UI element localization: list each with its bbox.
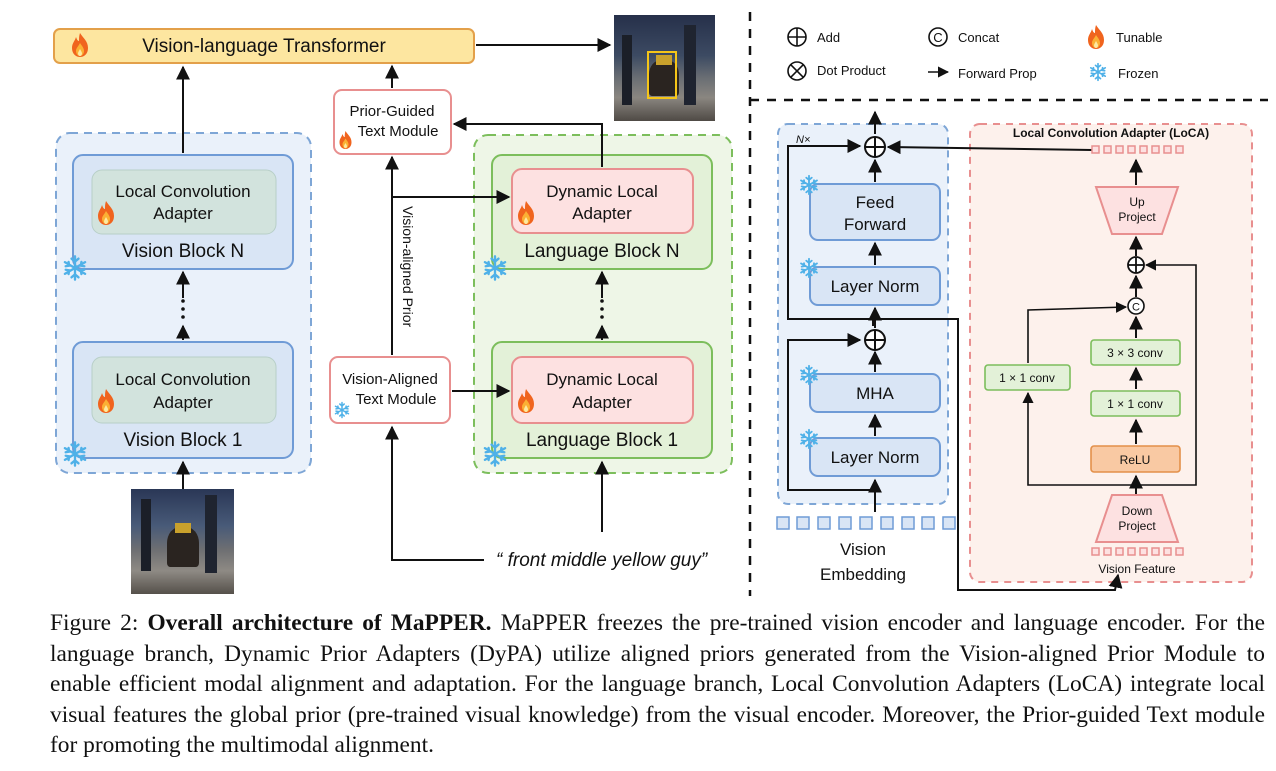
caption-text: MaPPER freezes the pre-trained vision en… — [50, 610, 1265, 758]
legend-dot-label: Dot Product — [817, 63, 886, 78]
dypa-label-line1: Dynamic Local — [546, 182, 658, 201]
loca-title: Local Convolution Adapter (LoCA) — [1013, 126, 1209, 140]
prior-guided-text-module: Prior-Guided Text Module — [333, 89, 452, 155]
mha-block: MHA — [809, 373, 941, 413]
frozen-snowflake-icon — [1089, 62, 1107, 82]
vision-embedding-line1: Vision — [840, 540, 886, 559]
layer-norm-label: Layer Norm — [831, 448, 920, 467]
conv1x1-label: 1 × 1 conv — [999, 371, 1055, 385]
legend-frozen: Frozen — [1089, 62, 1158, 82]
feed-forward-block: Feed Forward — [809, 183, 941, 241]
ff-line1: Feed — [856, 193, 895, 212]
legend-tunable-label: Tunable — [1116, 30, 1163, 45]
loca-input-tokens — [1091, 547, 1184, 556]
add-icon — [1127, 256, 1145, 274]
relu-block: ReLU — [1090, 445, 1181, 473]
layer-norm-label: Layer Norm — [831, 277, 920, 296]
dypa-label-line2: Adapter — [572, 393, 632, 412]
concat-icon: C — [1127, 297, 1145, 315]
grounding-box — [647, 51, 677, 99]
language-block-1-label: Language Block 1 — [526, 430, 678, 451]
figure-caption: Figure 2: Overall architecture of MaPPER… — [50, 608, 1265, 761]
relu-label: ReLU — [1120, 453, 1151, 467]
legend-tunable: Tunable — [1088, 25, 1163, 49]
down-project-line1: Down — [1122, 504, 1153, 518]
language-ellipsis — [600, 299, 604, 319]
input-image — [131, 489, 234, 594]
vision-aligned-prior-label: Vision-aligned Prior — [400, 206, 416, 327]
add-icon — [864, 329, 886, 351]
layer-norm-top: Layer Norm — [809, 266, 941, 306]
ff-line2: Forward — [844, 215, 906, 234]
add-icon — [864, 136, 886, 158]
vision-embedding-tokens — [776, 516, 956, 530]
layer-norm-bottom: Layer Norm — [809, 437, 941, 477]
prior-guided-line2: Text Module — [358, 123, 439, 140]
legend-frozen-label: Frozen — [1118, 66, 1158, 81]
conv3x3-block: 3 × 3 conv — [1090, 339, 1181, 366]
up-project-line2: Project — [1118, 210, 1156, 224]
caption-label: Figure 2: — [50, 610, 139, 636]
loca-label-line2: Adapter — [153, 204, 213, 223]
svg-text:C: C — [1132, 302, 1140, 314]
vision-block-n-label: Vision Block N — [122, 241, 244, 262]
conv1x1-label: 1 × 1 conv — [1107, 397, 1163, 411]
vision-aligned-line1: Vision-Aligned — [342, 371, 438, 388]
language-block-n: Dynamic Local Adapter Language Block N — [491, 154, 713, 270]
vision-block-1: Local Convolution Adapter Vision Block 1 — [72, 341, 294, 459]
svg-text:C: C — [933, 30, 942, 45]
vision-aligned-line2: Text Module — [356, 391, 437, 408]
legend-add-label: Add — [817, 30, 840, 45]
legend-forward: Forward Prop — [928, 66, 1037, 81]
caption-bold: Overall architecture of MaPPER. — [147, 610, 492, 636]
language-block-n-label: Language Block N — [524, 241, 679, 262]
legend-concat: C Concat — [928, 27, 1000, 47]
mha-label: MHA — [856, 384, 894, 403]
loca-label-line2: Adapter — [153, 393, 213, 412]
n-times-label: N× — [796, 134, 810, 146]
query-text: “ front middle yellow guy” — [496, 550, 709, 571]
up-project-line1: Up — [1129, 195, 1145, 209]
down-project: Down Project — [1094, 494, 1180, 543]
language-block-1: Dynamic Local Adapter Language Block 1 — [491, 341, 713, 459]
legend: Add C Concat Tunable Dot Product Forward… — [787, 25, 1163, 82]
architecture-diagram: Vision-language Transformer Local Convol… — [53, 12, 1268, 596]
vision-language-transformer: Vision-language Transformer — [53, 28, 475, 64]
legend-concat-label: Concat — [958, 30, 1000, 45]
vision-feature-label: Vision Feature — [1098, 562, 1175, 576]
loca-output-tokens — [1091, 145, 1184, 154]
dypa-label-line1: Dynamic Local — [546, 370, 658, 389]
legend-dot: Dot Product — [787, 61, 886, 81]
vision-ellipsis — [181, 299, 185, 319]
down-project-line2: Project — [1118, 519, 1156, 533]
legend-forward-label: Forward Prop — [958, 66, 1037, 81]
vision-block-n: Local Convolution Adapter Vision Block N — [72, 154, 294, 270]
output-image — [614, 15, 715, 121]
conv3x3-label: 3 × 3 conv — [1107, 346, 1163, 360]
vision-aligned-text-module: Vision-Aligned Text Module — [329, 356, 451, 424]
loca-label-line1: Local Convolution — [115, 370, 250, 389]
prior-guided-line1: Prior-Guided — [349, 103, 434, 120]
legend-add: Add — [787, 27, 840, 47]
up-project: Up Project — [1094, 186, 1180, 235]
tunable-flame-icon — [1088, 25, 1104, 49]
conv1x1-right-block: 1 × 1 conv — [1090, 390, 1181, 417]
transformer-label: Vision-language Transformer — [142, 36, 386, 57]
dypa-label-line2: Adapter — [572, 204, 632, 223]
loca-label-line1: Local Convolution — [115, 182, 250, 201]
vision-block-1-label: Vision Block 1 — [124, 430, 243, 451]
vision-embedding-line2: Embedding — [820, 565, 906, 584]
conv1x1-left-block: 1 × 1 conv — [984, 364, 1071, 391]
